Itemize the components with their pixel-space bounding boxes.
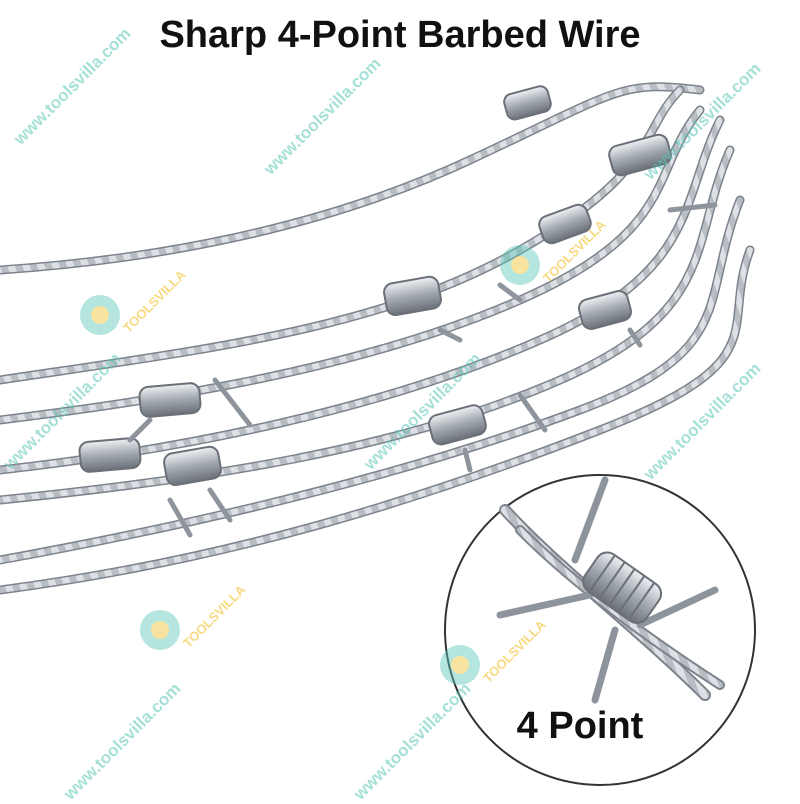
location-pin-icon [440,645,480,685]
inset-detail [444,474,756,786]
watermark-logos [80,245,540,685]
barb-points [127,202,718,538]
location-pin-icon [140,610,180,650]
barb-knots [78,85,672,487]
location-pin-icon [80,295,120,335]
page-title: Sharp 4-Point Barbed Wire [159,14,641,56]
inset-label: 4 Point [516,705,644,747]
location-pin-icon [500,245,540,285]
